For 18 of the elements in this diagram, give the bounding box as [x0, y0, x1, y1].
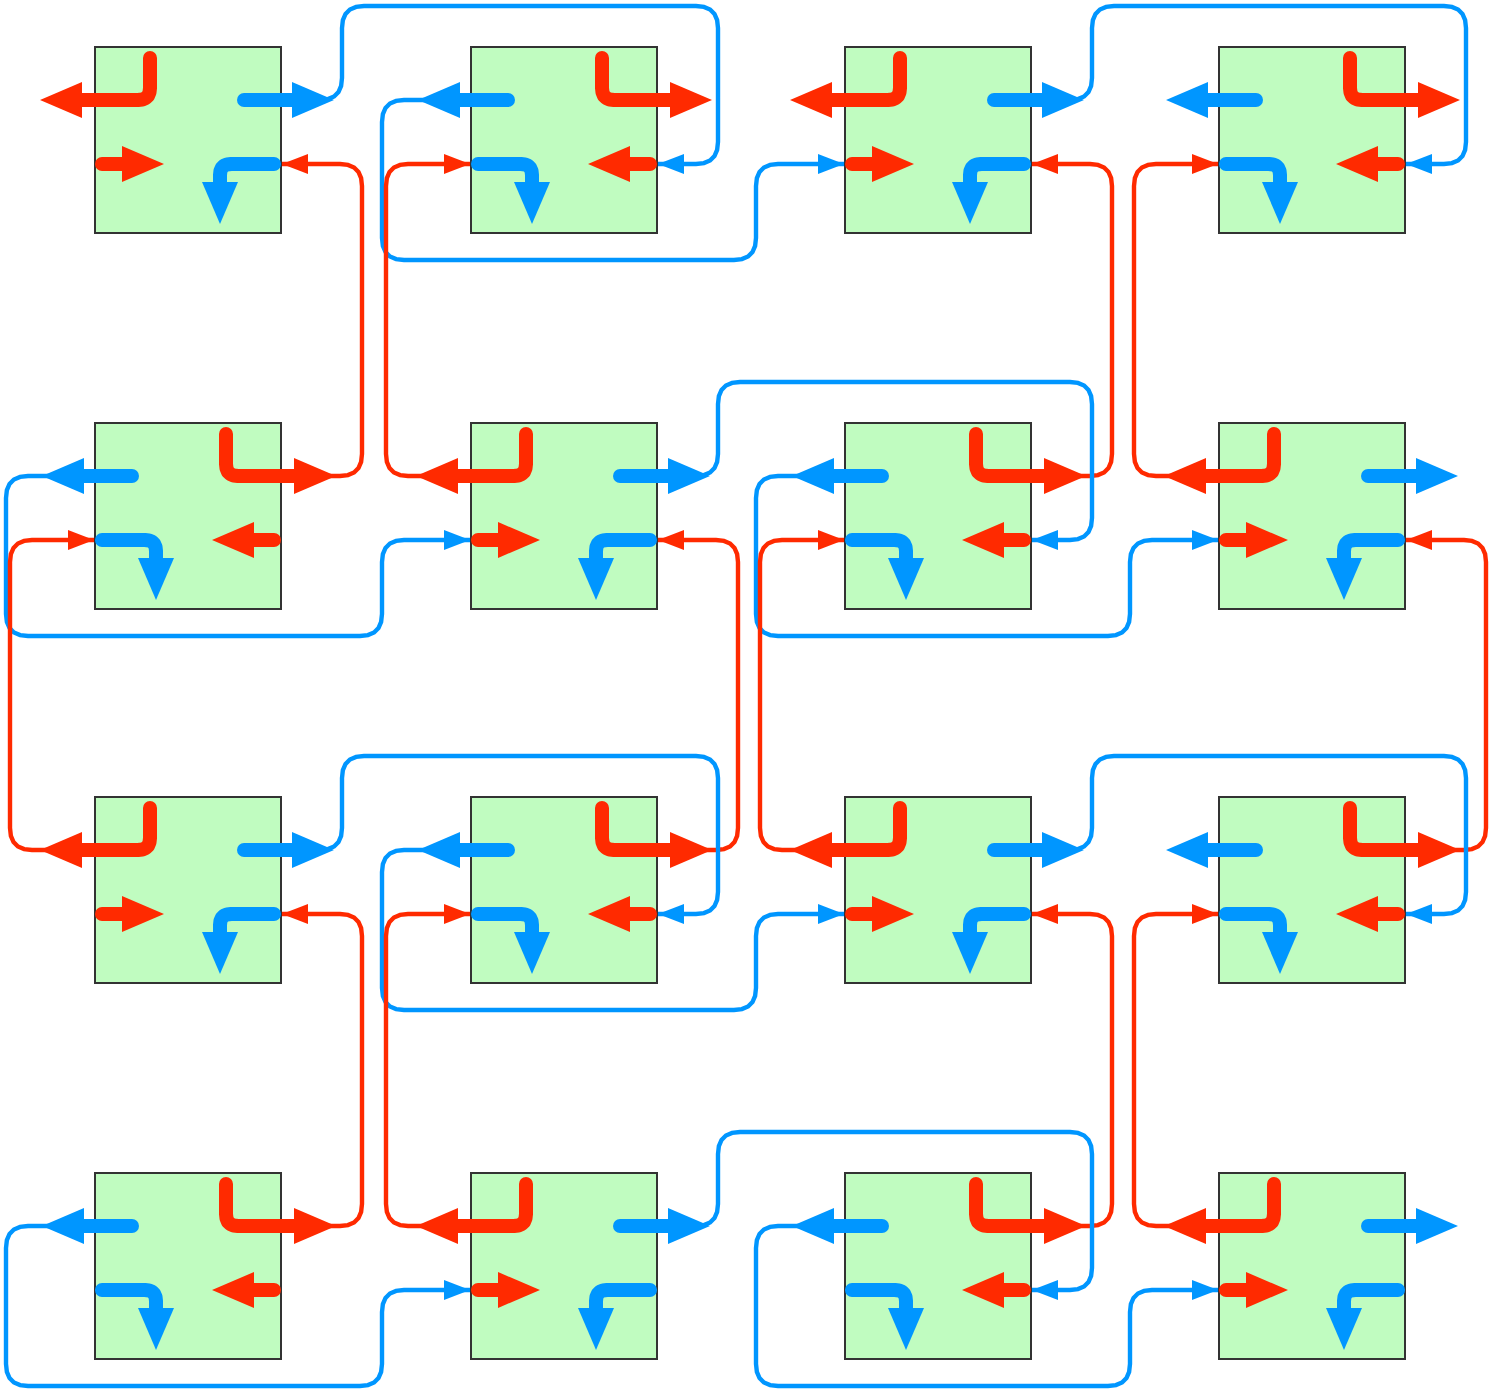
connector-arrow	[658, 530, 741, 853]
connector-arrow	[1032, 154, 1115, 479]
connector-arrow	[1406, 530, 1489, 853]
connector-arrow	[1131, 904, 1218, 1229]
connector-arrow	[1032, 904, 1115, 1229]
connector-arrow	[383, 154, 470, 479]
connector-arrow	[753, 1223, 1218, 1389]
connector-arrow	[7, 530, 94, 853]
connector-arrow	[753, 473, 1218, 639]
connector-arrow	[3, 473, 470, 639]
connector-arrow	[383, 904, 470, 1229]
connector-arrow	[757, 530, 844, 853]
connector-arrow	[379, 97, 844, 263]
connector-arrow	[1131, 154, 1218, 479]
connector-arrow	[282, 154, 365, 479]
connector-arrow	[3, 1223, 470, 1389]
connector-arrow	[379, 847, 844, 1013]
connector-arrow	[282, 904, 365, 1229]
